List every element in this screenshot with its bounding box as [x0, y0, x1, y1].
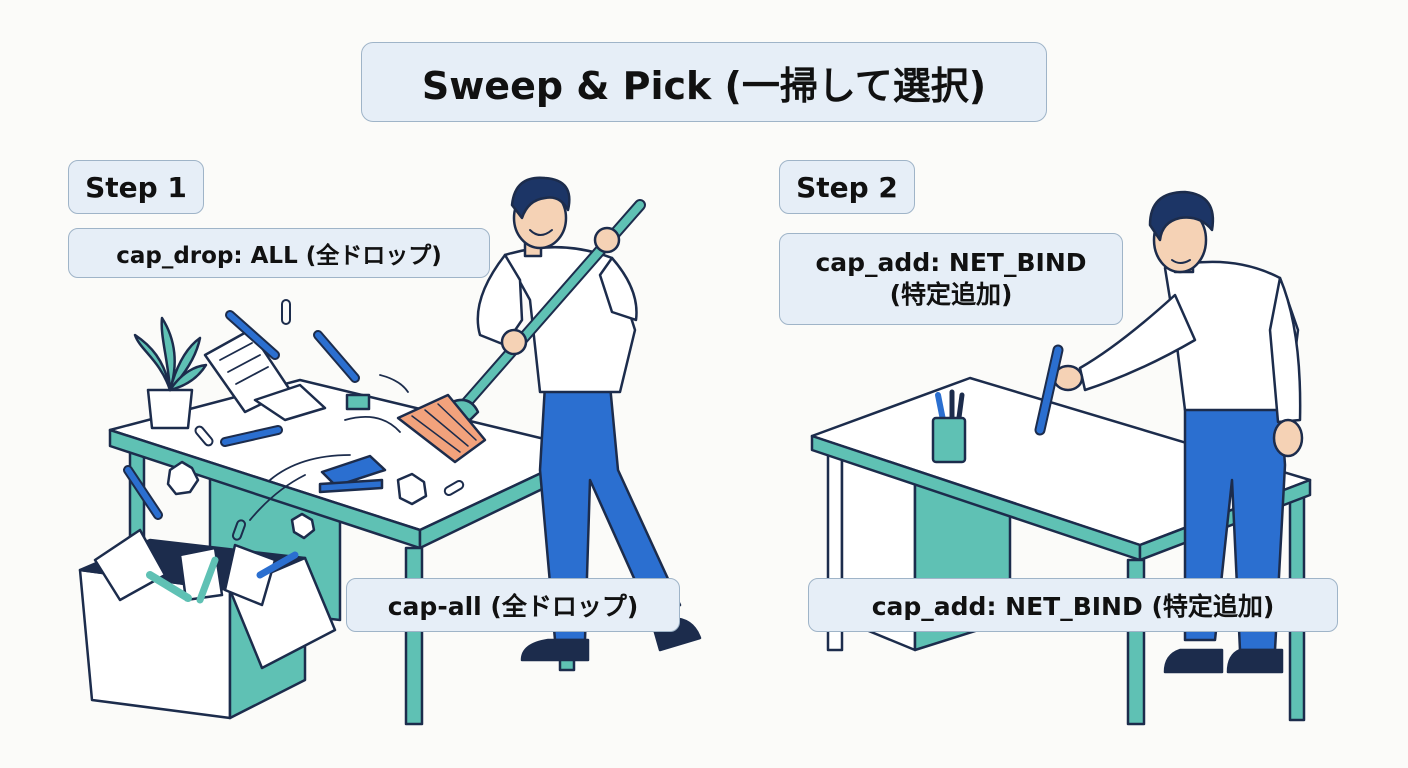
cap-add-caption-line1: cap_add: NET_BIND — [815, 247, 1087, 277]
pen-icon — [123, 310, 360, 520]
cap-add-caption: cap_add: NET_BIND (特定追加) — [779, 233, 1123, 325]
pen-icon-held — [1034, 344, 1064, 436]
plant-icon — [133, 316, 208, 430]
paper-icon — [203, 328, 327, 422]
page-title: Sweep & Pick (一掃して選択) — [361, 42, 1047, 122]
pen-cup-icon — [931, 389, 967, 464]
stapler-icon — [318, 393, 387, 494]
sweep-lines — [249, 374, 409, 521]
crumpled-paper — [166, 460, 428, 540]
cap-add-caption-line2: (特定追加) — [889, 280, 1013, 309]
step-2-heading: Step 2 — [779, 160, 915, 214]
broom-icon — [396, 199, 646, 464]
paperclip-icon — [194, 299, 465, 541]
person-sweeping — [476, 176, 702, 662]
cap-drop-caption: cap_drop: ALL (全ドロップ) — [68, 228, 490, 278]
step-1-heading: Step 1 — [68, 160, 204, 214]
cap-add-label: cap_add: NET_BIND (特定追加) — [808, 578, 1338, 632]
cap-all-label: cap-all (全ドロップ) — [346, 578, 680, 632]
box-icon — [78, 528, 337, 720]
